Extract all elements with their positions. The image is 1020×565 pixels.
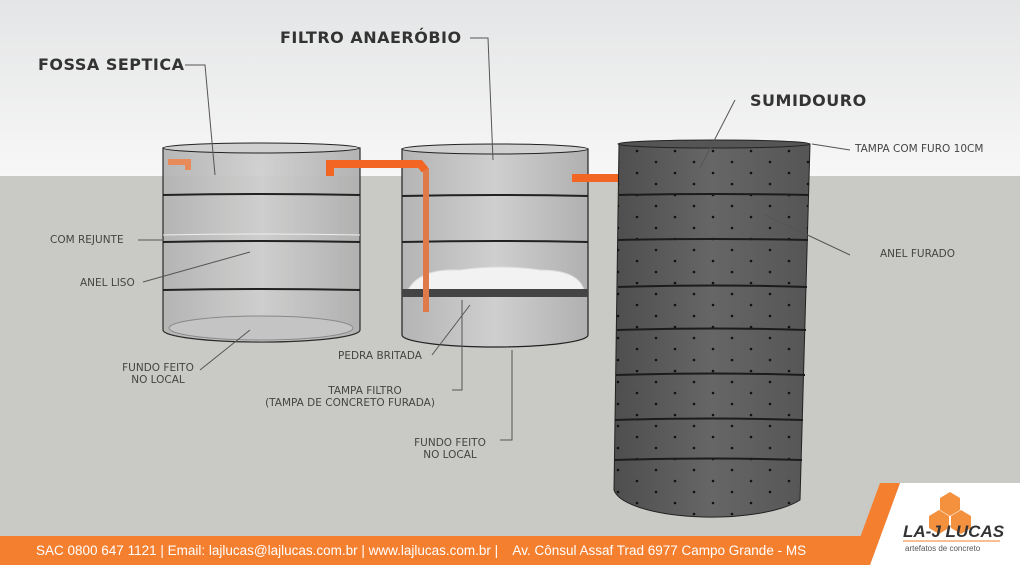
label-tampa-filtro-line2: (TAMPA DE CONCRETO FURADA) [265, 397, 435, 409]
label-fundo-filtro-line2: NO LOCAL [423, 449, 477, 461]
logo-mark-icon [929, 492, 971, 534]
label-fundo-filtro: FUNDO FEITO NO LOCAL [405, 437, 495, 461]
label-fundo-filtro-line1: FUNDO FEITO [414, 437, 486, 449]
sumidouro-tank [613, 139, 811, 518]
label-anel-furado: ANEL FURADO [880, 248, 955, 260]
label-fundo-fossa-line2: NO LOCAL [131, 374, 185, 386]
title-fossa-septica: FOSSA SEPTICA [38, 55, 185, 74]
label-fundo-fossa-line1: FUNDO FEITO [122, 362, 194, 374]
leader-lines [138, 37, 851, 441]
label-pedra-britada: PEDRA BRITADA [338, 350, 422, 362]
logo-tagline: artefatos de concreto [905, 544, 981, 553]
pipes [326, 160, 624, 182]
logo-name: LA-J LUCAS [903, 522, 1005, 541]
footer-contact-bar: SAC 0800 647 1121 | Email: lajlucas@lajl… [0, 536, 870, 565]
label-anel-liso: ANEL LISO [80, 277, 135, 289]
label-tampa-furo: TAMPA COM FURO 10CM [855, 143, 984, 155]
label-tampa-filtro-line1: TAMPA FILTRO [328, 385, 402, 397]
title-filtro-anaerobio: FILTRO ANAERÓBIO [280, 28, 462, 47]
fossa-septica-tank [162, 142, 361, 343]
filtro-anaerobio-tank [401, 143, 589, 348]
gravel [407, 266, 585, 291]
label-com-rejunte: COM REJUNTE [50, 234, 124, 246]
label-tampa-filtro: TAMPA FILTRO (TAMPA DE CONCRETO FURADA) [250, 385, 450, 409]
tampa-filtro-slab [402, 289, 588, 297]
title-sumidouro: SUMIDOURO [750, 91, 867, 110]
label-fundo-fossa: FUNDO FEITO NO LOCAL [118, 362, 198, 386]
